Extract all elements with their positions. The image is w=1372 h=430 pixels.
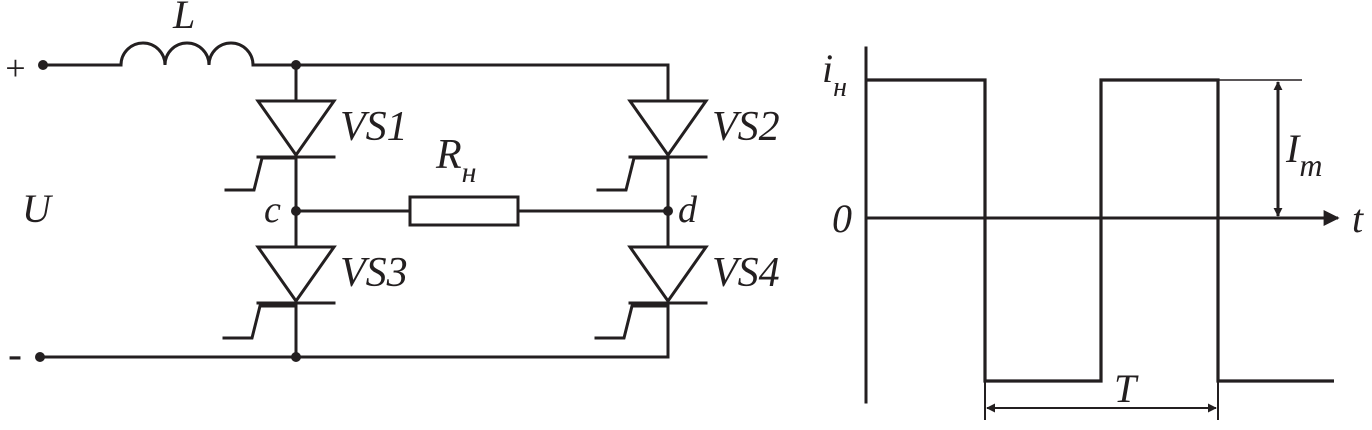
thyristor-vs4-triangle [627,245,709,304]
thyristor-vs3-label: VS3 [340,250,408,296]
inductor [119,41,255,67]
node-c-label: c [264,189,281,231]
amplitude-label: Im [1285,126,1322,183]
thyristor-vs3: VS3 [222,245,408,340]
origin-label: 0 [832,196,852,241]
thyristor-vs1-gate [224,156,295,192]
load-current-waveform: iн 0 t Im T [822,46,1364,420]
junction-bottom-left [291,352,301,362]
thyristor-vs2-label: VS2 [712,104,780,150]
thyristor-vs3-gate [222,304,295,340]
square-wave [866,78,1334,383]
plus-terminal-label: + [3,48,27,88]
amplitude-label-sub: m [1299,147,1322,183]
x-axis-label: t [1352,196,1364,241]
load-label-sub: н [462,156,477,189]
y-axis-label-main: i [822,46,833,91]
minus-terminal-label: - [8,332,22,378]
thyristor-vs3-triangle [255,245,337,304]
thyristor-vs4: VS4 [594,245,780,340]
node-d-label: d [678,189,698,231]
thyristor-vs1-label: VS1 [340,104,408,150]
load-label: Rн [435,132,477,189]
thyristor-vs1: VS1 [224,99,408,192]
thyristor-vs2: VS2 [596,99,780,192]
thyristor-vs2-gate [596,156,667,192]
period-label: T [1114,366,1139,411]
bridge-inverter-circuit: + - U L VS1 VS2 [3,0,780,378]
thyristor-vs4-gate [594,304,667,340]
thyristor-vs2-triangle [627,99,709,158]
load-label-main: R [435,132,462,178]
inductor-label: L [172,0,195,37]
thyristor-vs1-triangle [255,99,337,158]
y-axis-label-sub: н [833,72,847,103]
y-axis-label: iн [822,46,847,103]
junction-top-left [291,60,301,70]
load-resistor [408,195,520,227]
thyristor-vs4-label: VS4 [712,250,780,296]
supply-voltage-label: U [22,186,54,231]
amplitude-label-main: I [1285,126,1301,171]
